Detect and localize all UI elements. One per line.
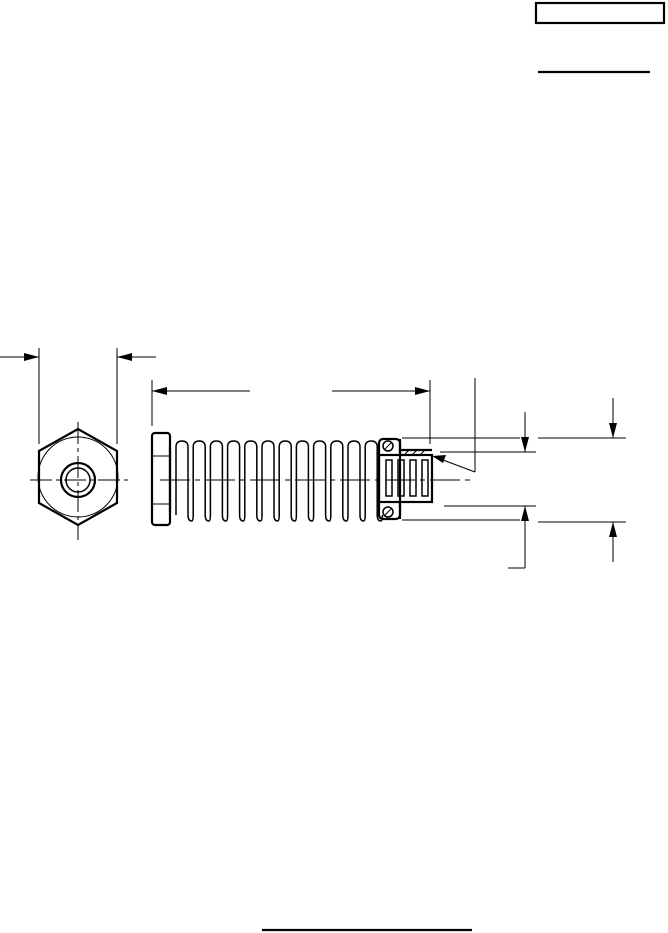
title-block	[534, 1, 666, 74]
band-hatch-1	[403, 449, 410, 456]
length-dimension	[151, 380, 431, 444]
inner-arrow-bottom	[521, 506, 529, 521]
length-arrow-right	[415, 387, 430, 395]
thread-slot-2	[397, 459, 405, 497]
spring-coil	[226, 440, 246, 522]
thread-slot-3	[409, 459, 417, 497]
end-view	[0, 348, 156, 540]
length-arrow-left	[152, 387, 167, 395]
leader-arrowhead	[432, 455, 446, 463]
outer-arrow-bottom	[609, 522, 617, 537]
spring-coil	[244, 440, 263, 522]
band-hatch-3	[419, 449, 426, 456]
width-arrow-right	[117, 353, 132, 361]
outer-diameter-dimension	[538, 398, 626, 562]
outer-arrow-top	[609, 423, 617, 438]
spring-coil	[209, 440, 229, 522]
band-hatch-2	[411, 449, 418, 456]
spring-coil	[192, 440, 212, 522]
inner-arrow-top	[521, 437, 529, 452]
inner-diameter-dimension	[402, 412, 536, 569]
spring-coil	[278, 440, 298, 522]
head-outline	[150, 431, 172, 527]
spring-coil	[175, 440, 194, 522]
spring-coil	[347, 440, 366, 522]
wire-hatch-top	[384, 442, 392, 450]
bolt-head	[150, 431, 172, 527]
spring-coil	[261, 440, 280, 522]
fitting-leader	[432, 378, 476, 473]
coil-spring	[175, 440, 384, 522]
end-fitting	[377, 437, 434, 521]
spring-coil	[364, 440, 384, 522]
thread-slot-1	[385, 459, 393, 497]
wire-hatch-bottom	[384, 508, 392, 516]
thread-slot-4	[421, 459, 429, 497]
wire-section-top	[382, 440, 394, 452]
width-arrow-left	[24, 353, 39, 361]
spring-coil	[295, 440, 315, 522]
fitting-body	[377, 453, 434, 504]
spring-coil	[330, 440, 349, 522]
spring-coil	[312, 440, 332, 522]
side-view	[150, 378, 626, 569]
wire-section-bottom	[382, 506, 394, 518]
title-box	[534, 1, 666, 25]
